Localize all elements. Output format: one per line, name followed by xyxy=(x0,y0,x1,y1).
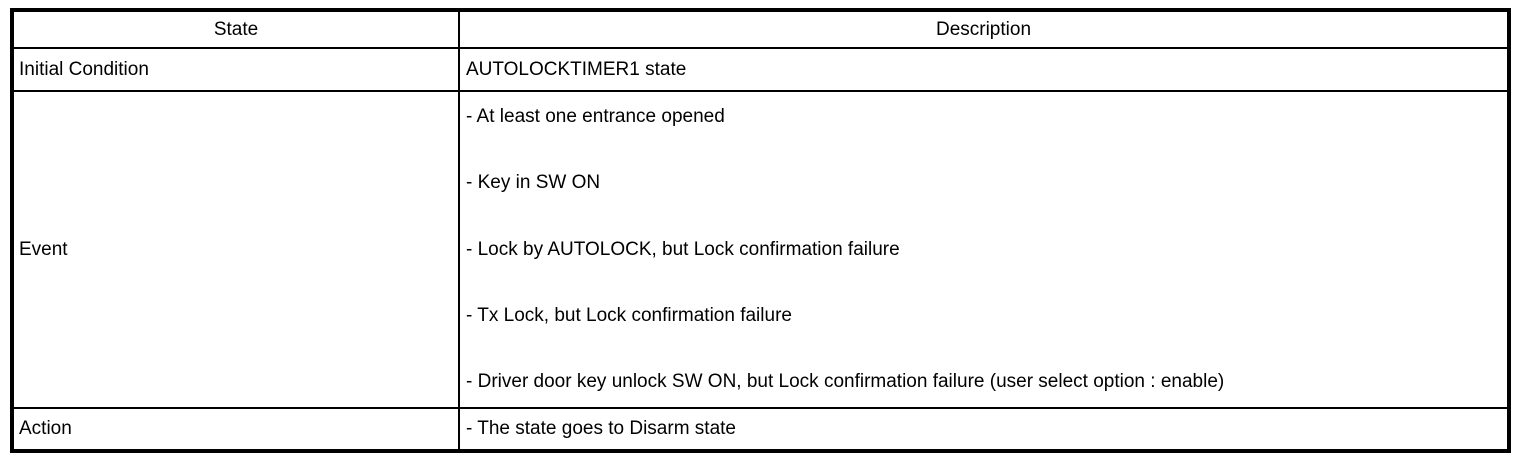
table-row: Initial Condition AUTOLOCKTIMER1 state xyxy=(11,47,1510,92)
table-header-row: State Description xyxy=(11,9,1510,49)
event-item: - Driver door key unlock SW ON, but Lock… xyxy=(466,371,1225,392)
column-header-state: State xyxy=(11,9,460,49)
row-label-action: Action xyxy=(11,407,460,452)
table-row: Event - At least one entrance opened - K… xyxy=(11,90,1510,409)
column-header-description: Description xyxy=(458,9,1510,49)
event-item: - Lock by AUTOLOCK, but Lock confirmatio… xyxy=(466,238,900,260)
event-item: - At least one entrance opened xyxy=(466,106,725,127)
row-label-initial-condition: Initial Condition xyxy=(11,47,460,92)
action-description: - The state goes to Disarm state xyxy=(458,407,1510,452)
event-description-cell: - At least one entrance opened - Key in … xyxy=(458,90,1510,409)
event-item-list: - At least one entrance opened - Key in … xyxy=(466,93,1507,406)
table-row: Action - The state goes to Disarm state xyxy=(11,407,1510,452)
row-label-event: Event xyxy=(11,90,460,409)
event-item: - Key in SW ON xyxy=(466,172,601,194)
state-description-table: State Description Initial Condition AUTO… xyxy=(10,8,1511,453)
event-item: - Tx Lock, but Lock confirmation failure xyxy=(466,304,792,326)
initial-condition-description: AUTOLOCKTIMER1 state xyxy=(458,47,1510,92)
